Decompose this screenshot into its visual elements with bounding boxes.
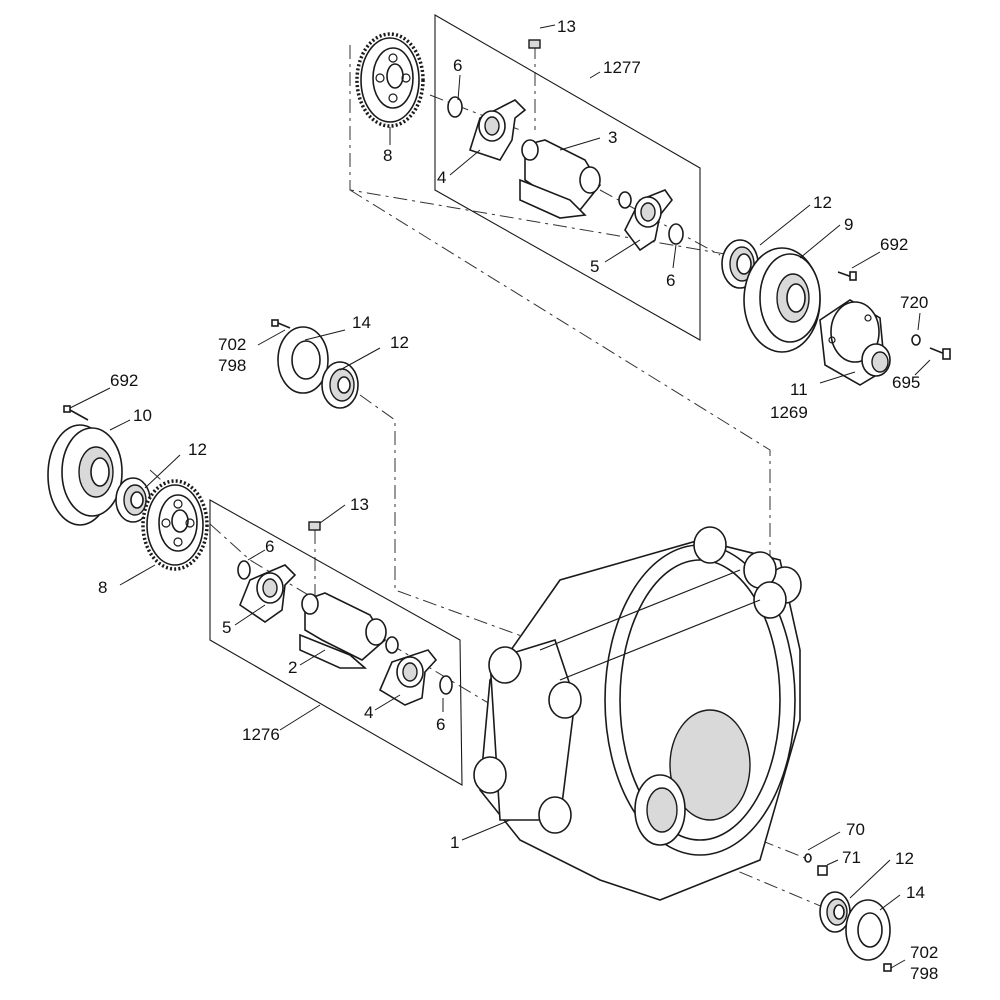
flange-10: [47, 424, 123, 526]
label-702-mid: 702: [218, 335, 246, 354]
camshaft-3: [519, 139, 632, 219]
label-70: 70: [846, 820, 865, 839]
washer-720: [911, 334, 921, 346]
housing-1: [473, 526, 802, 901]
label-11: 11: [790, 380, 808, 399]
label-71: 71: [842, 848, 861, 867]
label-13-top: 13: [557, 17, 576, 36]
snap-ring-6-upper-a: [447, 96, 463, 118]
cam-support-4-upper: [469, 99, 527, 161]
screw-702-middle: [271, 319, 291, 329]
flange-14-bottom: [845, 899, 891, 961]
label-14-bot: 14: [906, 883, 925, 902]
screw-702-bottom: [883, 963, 892, 972]
label-798-mid: 798: [218, 356, 246, 375]
label-6-low2: 6: [436, 715, 445, 734]
bearing-12-middle: [321, 361, 359, 409]
label-6-top: 6: [453, 56, 462, 75]
label-6-top2: 6: [666, 271, 675, 290]
label-695: 695: [892, 373, 920, 392]
leader-lines: [69, 24, 931, 969]
kit-frame-1277: [434, 14, 701, 341]
label-8-low: 8: [98, 578, 107, 597]
screw-692-upper: [837, 271, 857, 281]
label-9: 9: [844, 215, 853, 234]
label-12-left: 12: [188, 440, 207, 459]
cap-13-lower: [308, 521, 321, 531]
label-4-top: 4: [437, 168, 446, 187]
snap-ring-6-lower-b: [439, 675, 453, 695]
gear-8-lower: [141, 479, 209, 571]
snap-ring-6-upper-b: [668, 223, 684, 245]
label-1: 1: [450, 833, 459, 852]
pump-11: [819, 299, 891, 386]
plug-71: [804, 853, 828, 876]
label-692-left: 692: [110, 371, 138, 390]
label-4-low: 4: [364, 703, 373, 722]
cap-13-upper: [528, 39, 541, 49]
label-1276: 1276: [242, 725, 280, 744]
flange-14-middle: [277, 326, 329, 394]
label-1277: 1277: [603, 58, 641, 77]
part-labels: 13 1277 6 3 8 4 12 9 692 5 6 720 695 11 …: [98, 17, 938, 983]
label-3: 3: [608, 128, 617, 147]
label-12-mid: 12: [390, 333, 409, 352]
label-1269: 1269: [770, 403, 808, 422]
kit-frame-1276: [209, 499, 463, 786]
label-13-low: 13: [350, 495, 369, 514]
label-798-bot: 798: [910, 964, 938, 983]
flange-9: [743, 247, 821, 353]
gear-8-upper: [355, 32, 425, 128]
label-14-mid: 14: [352, 313, 371, 332]
label-5-low: 5: [222, 618, 231, 637]
label-5-top: 5: [590, 257, 599, 276]
label-720: 720: [900, 293, 928, 312]
label-702-bot: 702: [910, 943, 938, 962]
cam-support-5-upper: [624, 189, 673, 252]
label-2: 2: [288, 658, 297, 677]
camshaft-2: [299, 592, 399, 669]
label-692-top: 692: [880, 235, 908, 254]
screw-695: [929, 347, 951, 360]
label-12-top: 12: [813, 193, 832, 212]
cam-support-5-lower: [239, 564, 297, 623]
label-8-top: 8: [383, 146, 392, 165]
cam-support-4-lower: [378, 649, 438, 706]
label-10: 10: [133, 406, 152, 425]
snap-ring-6-lower-a: [237, 560, 251, 580]
label-12-bot: 12: [895, 849, 914, 868]
screw-692-left: [63, 405, 89, 421]
label-6-low: 6: [265, 537, 274, 556]
